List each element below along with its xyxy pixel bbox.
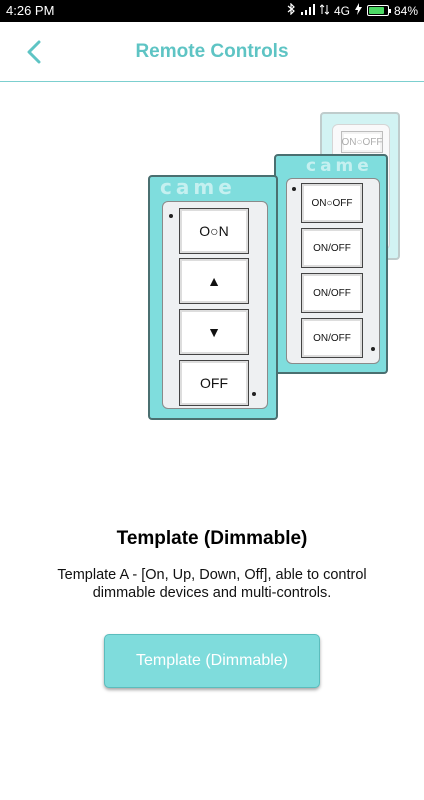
back-remote-key: ON○OFF (341, 131, 383, 153)
page-title: Remote Controls (135, 41, 289, 62)
chevron-left-icon (27, 40, 41, 64)
remote-illustration: ON○OFF came ON○OFF ON/OFF ON/OFF ON/OFF … (140, 108, 410, 428)
battery-fill (368, 7, 385, 14)
back-button[interactable] (18, 34, 50, 70)
mid-remote-key-1: ON○OFF (301, 183, 363, 223)
main-remote-led (169, 214, 173, 218)
main-remote: came O○N ▲ ▼ OFF (148, 175, 278, 420)
signal-icon (300, 3, 315, 18)
mid-remote-indicator (371, 347, 375, 351)
main-remote-face: O○N ▲ ▼ OFF (162, 201, 268, 409)
main-remote-key-down: ▼ (179, 309, 249, 355)
template-description: Template A - [On, Up, Down, Off], able t… (57, 567, 367, 601)
status-bar: 4:26 PM 4G 84% (0, 0, 424, 22)
main-remote-key-off: OFF (179, 360, 249, 406)
select-template-button[interactable]: Template (Dimmable) (104, 634, 320, 688)
data-arrows-icon (319, 3, 330, 18)
main-remote-indicator (252, 392, 256, 396)
mid-remote-key-4: ON/OFF (301, 318, 363, 358)
main-remote-key-on: O○N (179, 208, 249, 254)
network-type: 4G (333, 3, 350, 18)
status-time: 4:26 PM (6, 3, 55, 18)
charging-icon (354, 3, 362, 18)
template-title: Template (Dimmable) (116, 528, 308, 549)
came-logo: came (306, 156, 373, 176)
status-icons: 4G 84% (287, 2, 418, 18)
app-bar: Remote Controls (0, 22, 424, 82)
came-logo-main: came (160, 175, 236, 199)
mid-remote-key-3: ON/OFF (301, 273, 363, 313)
battery-icon (366, 5, 391, 16)
mid-remote-key-2: ON/OFF (301, 228, 363, 268)
main-remote-key-up: ▲ (179, 258, 249, 304)
mid-remote-led (292, 187, 296, 191)
battery-percent: 84% (393, 3, 418, 18)
mid-remote-face: ON○OFF ON/OFF ON/OFF ON/OFF (286, 178, 380, 364)
mid-remote: came ON○OFF ON/OFF ON/OFF ON/OFF (274, 154, 388, 374)
bluetooth-icon (287, 2, 296, 18)
